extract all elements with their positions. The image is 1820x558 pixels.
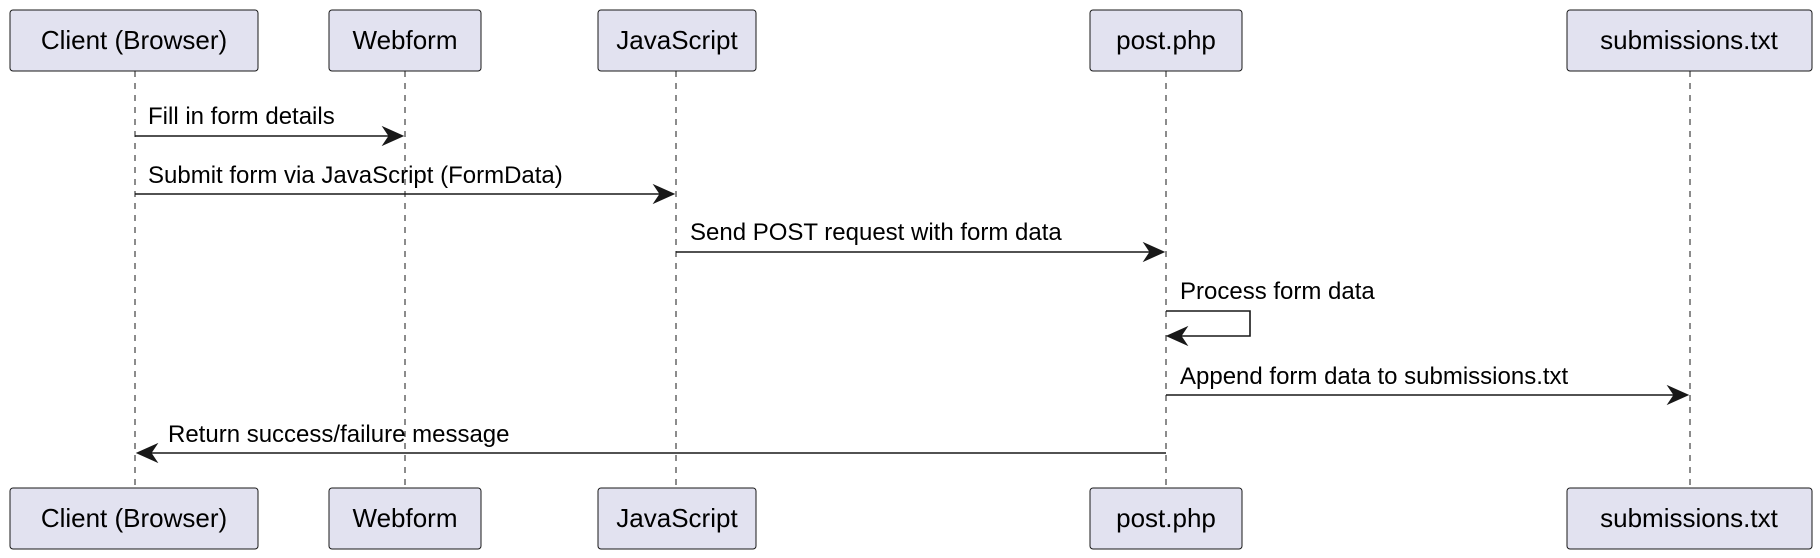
message-label: Submit form via JavaScript (FormData) — [148, 162, 563, 189]
participant-label: Client (Browser) — [41, 503, 227, 533]
arrowhead-icon — [381, 125, 405, 147]
arrowhead-icon — [1142, 241, 1166, 263]
arrowhead-icon — [135, 442, 159, 464]
participant-webform-top: Webform — [328, 9, 482, 72]
participants-bottom: Client (Browser) Webform JavaScript post… — [9, 487, 1813, 550]
participant-label: Webform — [353, 503, 458, 533]
arrowhead-icon — [1666, 384, 1690, 406]
message-label: Process form data — [1180, 278, 1375, 305]
message-arrow-line — [1166, 310, 1251, 337]
lifelines — [134, 71, 1691, 488]
arrowhead-icon — [652, 183, 676, 205]
participants-top: Client (Browser) Webform JavaScript post… — [9, 9, 1813, 72]
participant-javascript-top: JavaScript — [597, 9, 757, 72]
participant-client-bottom: Client (Browser) — [9, 487, 259, 550]
message-fill-form: Fill in form details — [135, 103, 405, 147]
participant-submissions-bottom: submissions.txt — [1566, 487, 1813, 550]
message-process-data: Process form data — [1165, 278, 1375, 347]
message-label: Send POST request with form data — [690, 219, 1062, 246]
participant-label: JavaScript — [616, 503, 738, 533]
participant-label: Webform — [353, 25, 458, 55]
message-send-post: Send POST request with form data — [676, 219, 1166, 263]
participant-javascript-bottom: JavaScript — [597, 487, 757, 550]
participant-webform-bottom: Webform — [328, 487, 482, 550]
participant-label: post.php — [1116, 25, 1216, 55]
message-append-data: Append form data to submissions.txt — [1166, 363, 1690, 406]
arrowhead-icon — [1165, 325, 1189, 347]
participant-client-top: Client (Browser) — [9, 9, 259, 72]
participant-label: Client (Browser) — [41, 25, 227, 55]
participant-label: submissions.txt — [1600, 25, 1778, 55]
participant-postphp-top: post.php — [1089, 9, 1243, 72]
participant-label: JavaScript — [616, 25, 738, 55]
message-submit-form: Submit form via JavaScript (FormData) — [135, 162, 676, 205]
messages: Fill in form details Submit form via Jav… — [135, 103, 1690, 464]
participant-submissions-top: submissions.txt — [1566, 9, 1813, 72]
participant-postphp-bottom: post.php — [1089, 487, 1243, 550]
message-label: Return success/failure message — [168, 421, 509, 448]
participant-label: submissions.txt — [1600, 503, 1778, 533]
participant-label: post.php — [1116, 503, 1216, 533]
message-label: Fill in form details — [148, 103, 335, 130]
message-label: Append form data to submissions.txt — [1180, 363, 1569, 390]
message-return-result: Return success/failure message — [135, 421, 1166, 464]
